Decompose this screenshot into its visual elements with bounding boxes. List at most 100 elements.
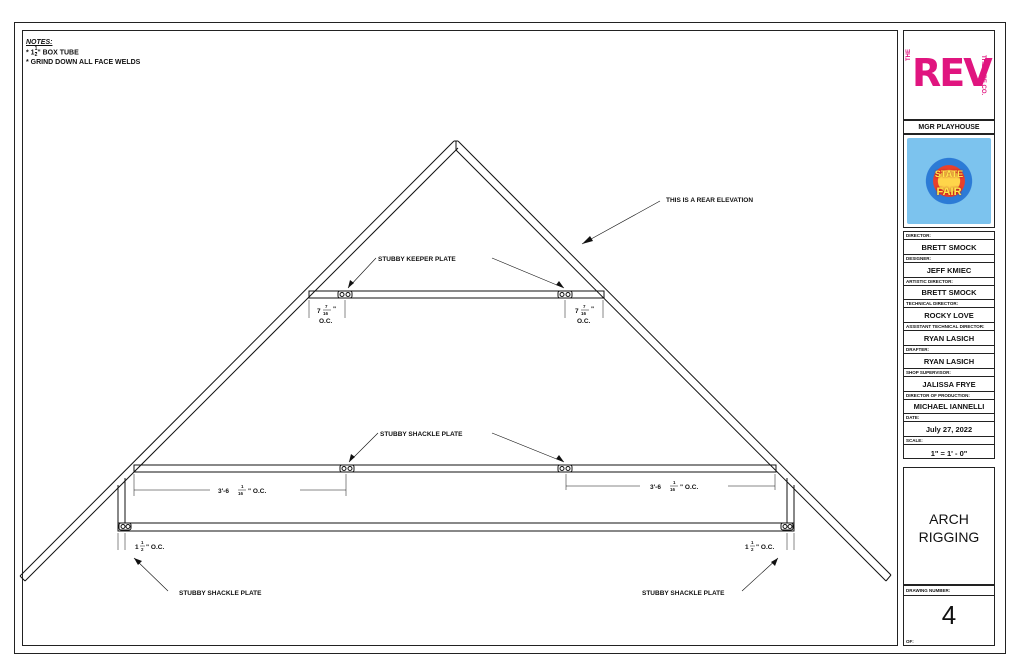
note-grind-welds: * GRIND DOWN ALL FACE WELDS — [26, 59, 141, 66]
upper-crossbar — [308, 290, 605, 299]
dim-middle-left-prefix: 3'-6 — [218, 488, 229, 495]
drawing-number-panel: DRAWING NUMBER: 4 OF: — [903, 585, 995, 646]
credit-label: SCALE: — [906, 438, 923, 444]
note-box-tube-text: " BOX TUBE — [37, 49, 79, 57]
sheet-title-line2: RIGGING — [918, 529, 980, 545]
sheet-title: ARCH RIGGING — [904, 510, 994, 546]
credit-row: ARTISTIC DIRECTOR: BRETT SMOCK — [904, 278, 994, 301]
credit-value: RYAN LASICH — [923, 333, 975, 343]
credit-value: BRETT SMOCK — [921, 242, 977, 252]
note-fraction-num: 1 — [34, 46, 38, 53]
label-keeper-plate: STUBBY KEEPER PLATE — [378, 256, 456, 263]
dim-upper-right-den: 16 — [581, 311, 587, 316]
dim-upper-right-unit: " — [591, 306, 594, 313]
rev-logo: REV — [912, 51, 993, 95]
credit-row: SHOP SUPERVISOR: JALISSA FRYE — [904, 369, 994, 392]
credit-row: ASSISTANT TECHNICAL DIRECTOR: RYAN LASICH — [904, 323, 994, 346]
dim-bottom-right-whole: 1 — [745, 544, 749, 551]
dim-middle-left-num: 1 — [241, 484, 244, 489]
credit-label: DIRECTOR OF PRODUCTION: — [906, 392, 970, 398]
label-shackle-plate-right: STUBBY SHACKLE PLATE — [642, 590, 725, 597]
credit-label: ARTISTIC DIRECTOR: — [906, 278, 953, 284]
dim-upper-right-num: 7 — [583, 304, 586, 309]
dim-upper-left-den: 16 — [323, 311, 329, 316]
dim-bottom-left-num: 1 — [141, 540, 144, 545]
leader-arrowheads — [134, 236, 778, 566]
show-poster: STATE FAIR — [903, 134, 995, 228]
logo-panel: THE REV THEATRE CO. — [903, 30, 995, 120]
credit-row: DRAFTER: RYAN LASICH — [904, 346, 994, 369]
credit-label: DRAFTER: — [906, 346, 929, 352]
of-label: OF: — [906, 639, 914, 644]
credit-value: ROCKY LOVE — [924, 311, 974, 321]
note-box-tube-whole: * 1 — [26, 49, 35, 57]
credit-value: JEFF KMIEC — [926, 265, 972, 275]
dim-bottom-left: 1 1 2 " O.C. — [135, 540, 164, 552]
leader-lines — [133, 200, 779, 592]
credit-label: ASSISTANT TECHNICAL DIRECTOR: — [906, 324, 985, 330]
keeper-plate-left — [337, 290, 353, 299]
notes-title: NOTES: — [26, 39, 53, 46]
dim-upper-left-whole: 7 — [317, 308, 321, 315]
dim-middle-right: 3'-6 1 16 " O.C. — [650, 480, 698, 492]
credit-label: DATE: — [906, 415, 920, 421]
dim-upper-left-num: 7 — [325, 304, 328, 309]
dimension-lines — [117, 300, 795, 550]
label-rear-elevation: THIS IS A REAR ELEVATION — [666, 197, 753, 204]
dim-middle-right-prefix: 3'-6 — [650, 484, 661, 491]
dim-middle-left-den: 16 — [238, 491, 244, 496]
credit-row: DESIGNER: JEFF KMIEC — [904, 255, 994, 278]
venue-name: MGR PLAYHOUSE — [903, 120, 995, 134]
note-fraction-den: 2 — [34, 52, 38, 58]
arch-right-leg — [454, 140, 892, 582]
sheet-title-panel: ARCH RIGGING — [903, 467, 995, 585]
poster-title-fair: FAIR — [936, 186, 962, 198]
credit-value: BRETT SMOCK — [921, 288, 977, 298]
credit-row: SCALE: 1" = 1' - 0" — [904, 437, 994, 460]
label-shackle-plate-center: STUBBY SHACKLE PLATE — [380, 431, 463, 438]
dim-bottom-right-suffix: " O.C. — [756, 544, 774, 551]
drawing-number: 4 — [941, 600, 957, 630]
credit-value: July 27, 2022 — [925, 425, 973, 435]
credit-row: DIRECTOR OF PRODUCTION:MICHAEL IANNELLI — [904, 392, 994, 415]
dim-bottom-right-den: 2 — [751, 547, 754, 552]
shackle-plate-bottom-right — [780, 522, 794, 531]
bottom-frame — [117, 478, 795, 532]
keeper-plate-right — [557, 290, 573, 299]
dim-middle-left: 3'-6 1 16 " O.C. — [218, 484, 266, 496]
credit-label: TECHNICAL DIRECTOR: — [906, 301, 959, 307]
credit-value: 1" = 1' - 0" — [930, 448, 968, 458]
dim-upper-left-unit: " — [333, 306, 336, 313]
dim-middle-right-den: 16 — [670, 487, 676, 492]
poster-title-state: STATE — [934, 169, 964, 179]
credit-label: DESIGNER: — [906, 255, 932, 261]
sheet-title-line1: ARCH — [929, 511, 969, 527]
middle-crossbar — [133, 464, 777, 473]
dim-middle-right-num: 1 — [673, 480, 676, 485]
credit-label: SHOP SUPERVISOR: — [906, 369, 951, 375]
label-shackle-plate-left: STUBBY SHACKLE PLATE — [179, 590, 262, 597]
credits-panel: DIRECTOR: BRETT SMOCK DESIGNER: JEFF KMIEC… — [903, 231, 995, 459]
dim-middle-right-suffix: " O.C. — [680, 484, 698, 491]
dim-bottom-right-num: 1 — [751, 540, 754, 545]
credit-row: DIRECTOR: BRETT SMOCK — [904, 232, 994, 255]
dim-upper-right-whole: 7 — [575, 308, 579, 315]
dim-bottom-left-den: 2 — [141, 547, 144, 552]
credit-value: RYAN LASICH — [923, 356, 975, 366]
credit-value: JALISSA FRYE — [922, 379, 976, 389]
drawing-sheet-border — [14, 22, 1006, 654]
credit-label: DIRECTOR: — [906, 233, 931, 238]
shackle-plate-mid-right — [557, 464, 573, 473]
arch-left-leg — [19, 140, 459, 582]
dim-bottom-left-suffix: " O.C. — [146, 544, 164, 551]
logo-theatre-co: THEATRE CO. — [980, 55, 986, 96]
shackle-plate-bottom-left — [118, 522, 132, 531]
poster-image: STATE FAIR — [907, 138, 991, 224]
dim-middle-left-suffix: " O.C. — [248, 488, 266, 495]
dim-upper-right-oc: O.C. — [577, 318, 591, 325]
dim-bottom-right: 1 1 2 " O.C. — [745, 540, 774, 552]
